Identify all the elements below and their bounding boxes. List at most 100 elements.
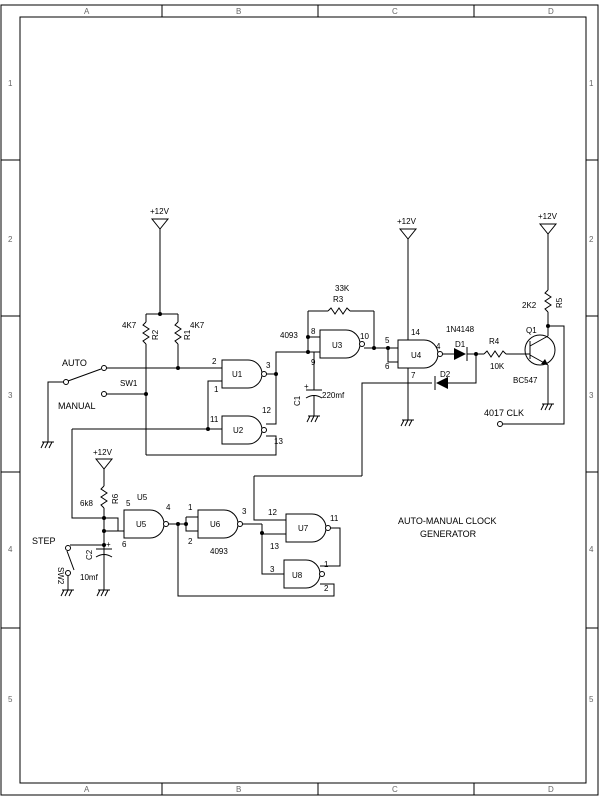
resistor-r1: 4K7 R1 <box>174 314 205 368</box>
svg-text:+12V: +12V <box>538 212 558 221</box>
title-line-1: AUTO-MANUAL CLOCK <box>398 516 497 526</box>
diode-d1: 1N4148 D1 <box>446 325 475 361</box>
svg-text:R1: R1 <box>183 329 192 340</box>
svg-text:3: 3 <box>270 565 275 574</box>
svg-text:220mf: 220mf <box>322 391 345 400</box>
svg-text:U7: U7 <box>298 524 309 533</box>
vcc-symbol-1: +12V <box>150 207 170 314</box>
svg-text:Q1: Q1 <box>526 326 537 335</box>
row-label-left: 3 <box>8 391 13 400</box>
gate-u8: U8 3 1 2 <box>270 559 329 593</box>
drawing-frame: A B C D A B C D 1 2 3 4 5 1 2 3 4 5 <box>0 4 599 796</box>
row-label-left: 2 <box>8 235 13 244</box>
resistor-r3: 33K R3 <box>308 284 375 348</box>
output-label: 4017 CLK <box>484 408 524 418</box>
col-label-bottom: C <box>392 785 398 794</box>
gate-u6: U6 1 2 3 4093 <box>188 503 247 556</box>
svg-text:D2: D2 <box>440 370 451 379</box>
svg-text:U5: U5 <box>136 520 147 529</box>
capacitor-c1: + 220mf C1 <box>293 352 345 423</box>
svg-text:AUTO: AUTO <box>62 358 87 368</box>
svg-text:1: 1 <box>324 560 329 569</box>
row-label-left: 4 <box>8 545 13 554</box>
svg-text:C2: C2 <box>85 549 94 560</box>
svg-text:4093: 4093 <box>210 547 228 556</box>
svg-text:4093: 4093 <box>280 331 298 340</box>
svg-text:12: 12 <box>268 508 277 517</box>
svg-text:13: 13 <box>270 542 279 551</box>
gate-u3: U3 8 9 10 4093 <box>280 327 369 367</box>
svg-text:6k8: 6k8 <box>80 499 93 508</box>
diode-d2: D2 <box>434 370 451 390</box>
svg-text:U8: U8 <box>292 571 303 580</box>
resistor-r4: R4 10K <box>483 337 526 371</box>
transistor-q1: Q1 BC547 <box>513 326 556 404</box>
capacitor-c2: + C2 10mf <box>80 540 113 597</box>
svg-text:10: 10 <box>360 332 369 341</box>
col-label-top: B <box>236 7 241 16</box>
svg-text:2: 2 <box>188 537 193 546</box>
row-label-right: 5 <box>589 695 594 704</box>
svg-text:4: 4 <box>436 342 441 351</box>
title-line-2: GENERATOR <box>420 529 477 539</box>
row-label-right: 3 <box>589 391 594 400</box>
resistor-r2: 4K7 R2 <box>122 314 160 455</box>
ground-u4 <box>400 419 414 427</box>
gate-u2: U2 11 13 12 <box>210 406 283 446</box>
svg-text:R6: R6 <box>111 493 120 504</box>
svg-text:R3: R3 <box>333 295 344 304</box>
svg-text:6: 6 <box>122 540 127 549</box>
svg-text:U2: U2 <box>233 426 244 435</box>
svg-text:2: 2 <box>212 357 217 366</box>
svg-text:10mf: 10mf <box>80 573 99 582</box>
svg-text:14: 14 <box>411 328 420 337</box>
svg-text:2: 2 <box>324 584 329 593</box>
gate-u1: U1 2 1 3 <box>212 357 271 394</box>
svg-text:11: 11 <box>330 514 339 523</box>
svg-text:5: 5 <box>385 336 390 345</box>
svg-text:U5: U5 <box>137 493 148 502</box>
svg-text:STEP: STEP <box>32 536 56 546</box>
svg-text:6: 6 <box>385 362 390 371</box>
svg-text:U6: U6 <box>210 520 221 529</box>
svg-text:2K2: 2K2 <box>522 301 537 310</box>
svg-text:4K7: 4K7 <box>190 321 205 330</box>
vcc-symbol-3: +12V <box>538 212 558 290</box>
svg-text:BC547: BC547 <box>513 376 538 385</box>
resistor-r5: 2K2 R5 <box>522 289 564 326</box>
row-label-right: 1 <box>589 79 594 88</box>
svg-text:U3: U3 <box>332 341 343 350</box>
svg-text:3: 3 <box>266 361 271 370</box>
vcc-symbol-4: +12V <box>93 448 114 486</box>
svg-text:R5: R5 <box>555 297 564 308</box>
col-label-bottom: A <box>84 785 90 794</box>
ground-sw1 <box>40 441 54 449</box>
gate-u4: U4 5 6 4 14 7 <box>385 328 443 380</box>
svg-text:+12V: +12V <box>150 207 170 216</box>
row-label-left: 5 <box>8 695 13 704</box>
svg-text:1: 1 <box>188 503 193 512</box>
switch-sw2: STEP SW2 <box>32 536 104 597</box>
ground-q1 <box>540 403 554 411</box>
svg-text:+12V: +12V <box>93 448 113 457</box>
svg-text:8: 8 <box>311 327 316 336</box>
svg-text:33K: 33K <box>335 284 350 293</box>
svg-text:U4: U4 <box>411 351 422 360</box>
svg-text:MANUAL: MANUAL <box>58 401 96 411</box>
svg-text:7: 7 <box>411 371 416 380</box>
row-label-right: 4 <box>589 545 594 554</box>
row-label-left: 1 <box>8 79 13 88</box>
svg-text:13: 13 <box>274 437 283 446</box>
svg-text:SW2: SW2 <box>56 567 65 585</box>
svg-text:4K7: 4K7 <box>122 321 137 330</box>
svg-text:1N4148: 1N4148 <box>446 325 475 334</box>
svg-text:R4: R4 <box>489 337 500 346</box>
gate-u5: U5 5 6 4 <box>122 499 171 549</box>
svg-text:SW1: SW1 <box>120 379 138 388</box>
svg-text:5: 5 <box>126 499 131 508</box>
svg-text:C1: C1 <box>293 395 302 406</box>
svg-text:+: + <box>106 540 111 549</box>
col-label-bottom: B <box>236 785 241 794</box>
svg-text:U1: U1 <box>232 370 243 379</box>
